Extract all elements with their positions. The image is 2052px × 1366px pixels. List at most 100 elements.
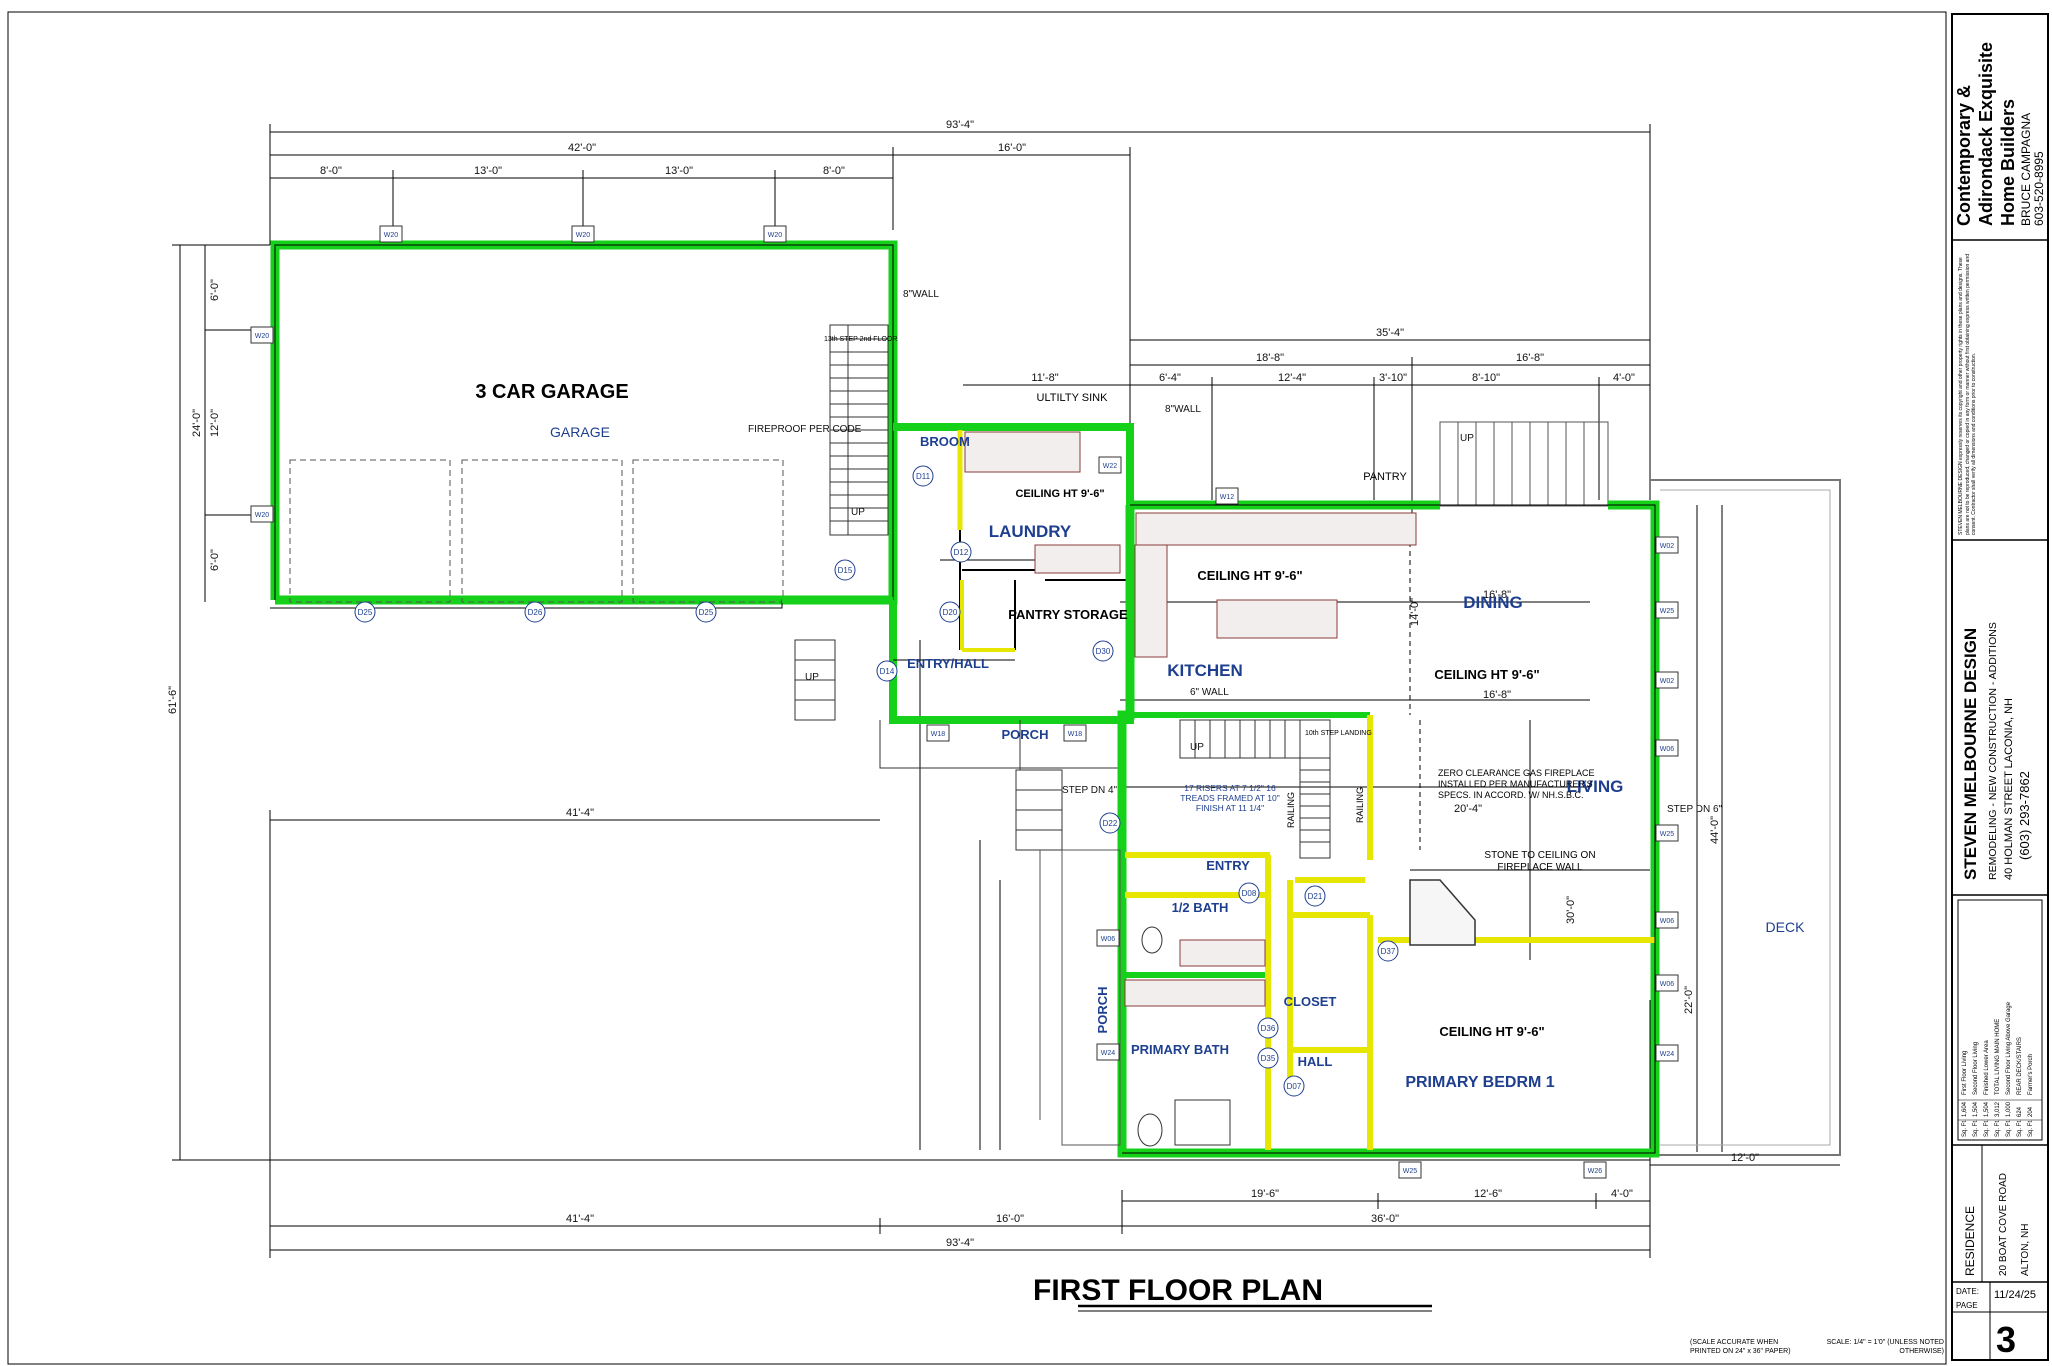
company-line-1: Contemporary & <box>1954 85 1974 226</box>
garage-title-label: 3 CAR GARAGE <box>475 381 628 403</box>
door-tag-marker <box>695 601 717 623</box>
area-row-unit: Sq. Ft. <box>2028 1119 2034 1137</box>
up-note-rear: UP <box>1460 433 1474 444</box>
deck-outline <box>1650 479 1841 1156</box>
window-tag: W20 <box>384 232 399 239</box>
window-tag: W06 <box>1101 936 1116 943</box>
step-dn-4-note: STEP DN 4" <box>1062 785 1117 796</box>
scale-note-left-box: (SCALE ACCURATE WHEN PRINTED ON 24" x 36… <box>1690 1339 1791 1355</box>
area-row-value: 624 <box>2017 1106 2023 1117</box>
garage-label: GARAGE <box>550 424 610 440</box>
dim-dining-w: 16'-8" <box>1483 589 1511 601</box>
window-tag-marker <box>1655 601 1679 619</box>
ceiling-dining-note: CEILING HT 9'-6" <box>1434 667 1539 682</box>
closet-label: CLOSET <box>1284 994 1337 1009</box>
porch-label: PORCH <box>1002 727 1049 742</box>
window-tag: W12 <box>1220 494 1235 501</box>
area-row-unit: Sq. Ft. <box>1995 1119 2001 1137</box>
window-tag: W25 <box>1403 1168 1418 1175</box>
dim-k3: 3'-10" <box>1379 372 1407 384</box>
pantry-label: PANTRY <box>1363 471 1407 483</box>
window-tag-marker <box>1655 1044 1679 1062</box>
window-tag-marker <box>250 326 274 344</box>
designer-address: 40 HOLMAN STREET LACONIA, NH <box>2003 698 2015 880</box>
ceiling-kitchen-note: CEILING HT 9'-6" <box>1197 568 1302 583</box>
dim-right-total: 44'-0" <box>1709 816 1721 844</box>
pantry-storage-label: PANTRY STORAGE <box>1008 607 1128 622</box>
dim-gd3: 6'-0" <box>209 549 221 571</box>
dim-overall-top: 93'-4" <box>946 119 974 131</box>
room-labels: 3 CAR GARAGE GARAGE FIREPROOF PER CODE B… <box>475 381 1805 1091</box>
door-tag: D25 <box>358 608 373 617</box>
dim-g3: 13'-0" <box>665 165 693 177</box>
up-note-entry: UP <box>805 672 819 683</box>
window-tag-marker <box>763 225 787 243</box>
dim-left-total: 61'-6" <box>167 686 179 714</box>
door-tag-marker <box>1257 1047 1279 1069</box>
dim-b2: 12'-6" <box>1474 1188 1502 1200</box>
fireplace-note: ZERO CLEARANCE GAS FIREPLACE INSTALLED P… <box>1438 768 1595 800</box>
area-row-label: TOTAL LIVING MAIN HOME <box>1995 1019 2001 1095</box>
door-tag: D37 <box>1381 947 1396 956</box>
door-tag: D25 <box>699 608 714 617</box>
entry-porch <box>794 639 1121 851</box>
bath-fixtures <box>1124 926 1266 1147</box>
up-note-garage: UP <box>851 507 865 518</box>
dim-bottom-right: 36'-0" <box>1371 1213 1399 1225</box>
door-tag-marker <box>939 601 961 623</box>
scale-note-right: SCALE: 1/4" = 1'0" (UNLESS NOTED OTHERWI… <box>1826 1339 1944 1355</box>
side-porch <box>1039 849 1121 1146</box>
dim-g1: 8'-0" <box>320 165 342 177</box>
window-tag-marker <box>250 505 274 523</box>
broom-label: BROOM <box>920 434 970 449</box>
door-tag-marker <box>1283 1075 1305 1097</box>
dim-k4: 8'-10" <box>1472 372 1500 384</box>
project-address-1: 20 BOAT COVE ROAD <box>1998 1173 2009 1276</box>
dim-k1: 6'-4" <box>1159 372 1181 384</box>
window-tag: W18 <box>1068 731 1083 738</box>
door-tag-marker <box>1238 882 1260 904</box>
window-tag-marker <box>1098 456 1122 474</box>
company-line-2: Adirondack Exquisite <box>1976 42 1996 226</box>
entry-hall-label: ENTRY/HALL <box>907 656 989 671</box>
primary-bath-label: PRIMARY BATH <box>1131 1042 1229 1057</box>
wall-6-note: 6" WALL <box>1190 687 1229 698</box>
window-tag-marker <box>379 225 403 243</box>
window-tag: W02 <box>1660 543 1675 550</box>
title-block-border <box>1951 13 2049 1361</box>
half-bath-label: 1/2 BATH <box>1172 900 1229 915</box>
door-tag: D21 <box>1308 892 1323 901</box>
window-tag-marker <box>1215 487 1239 505</box>
window-tag: W25 <box>1660 831 1675 838</box>
stone-note: STONE TO CEILING ON FIREPLACE WALL <box>1484 850 1596 873</box>
ceiling-laundry-note: CEILING HT 9'-6" <box>1015 488 1104 500</box>
dim-g4: 8'-0" <box>823 165 845 177</box>
window-tag-marker <box>1655 824 1679 842</box>
dim-laundry-w: 11'-8" <box>1031 372 1058 384</box>
window-tag: W06 <box>1660 918 1675 925</box>
dim-garage-width: 42'-0" <box>568 142 596 154</box>
dim-b3: 4'-0" <box>1611 1188 1633 1200</box>
side-porch-label: PORCH <box>1095 987 1110 1034</box>
wall-8-note-2: 8"WALL <box>1165 404 1201 415</box>
window-tag: W20 <box>255 333 270 340</box>
door-tag-marker <box>524 601 546 623</box>
area-row-unit: Sq. Ft. <box>1984 1119 1990 1137</box>
window-tag: W26 <box>1588 1168 1603 1175</box>
risers-note-box: 17 RISERS AT 7 1/2" 16 TREADS FRAMED AT … <box>1180 783 1280 813</box>
kitchen-cabinets <box>1134 512 1417 658</box>
designer-sub: REMODELING - NEW CONSTRUCTION - ADDITION… <box>1987 622 1999 880</box>
disclaimer-text: STEVEN MELBOURNE DESIGN expressly reserv… <box>1958 254 1977 535</box>
garage-doors <box>289 459 784 603</box>
area-row-label: Second Floor Living <box>1973 1042 1979 1095</box>
window-tag: W24 <box>1101 1050 1116 1057</box>
dim-gd2: 12'-0" <box>209 409 221 437</box>
area-row-label: Farmer's Porch <box>2028 1054 2034 1095</box>
door-tag-marker <box>834 559 856 581</box>
dim-house-width: 35'-4" <box>1376 327 1404 339</box>
dining-label: DINING <box>1463 593 1523 612</box>
door-tag: D36 <box>1261 1024 1276 1033</box>
project-address-2: ALTON, NH <box>2020 1224 2031 1276</box>
